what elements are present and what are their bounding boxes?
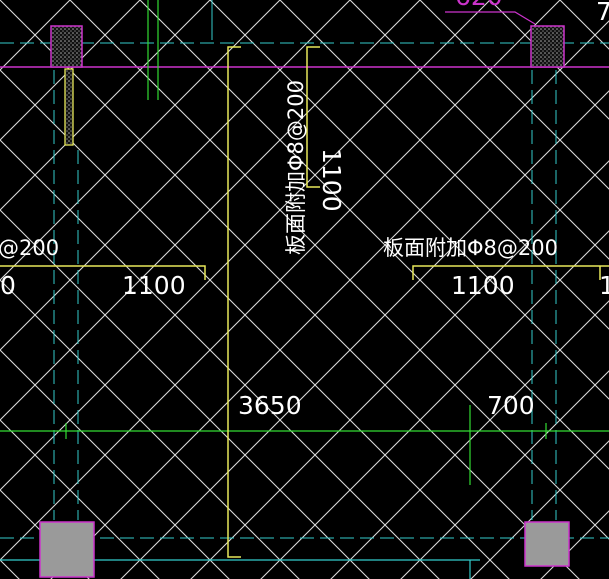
right-cut-dimension: 1 (599, 271, 609, 300)
left-rebar-line (0, 265, 206, 280)
leader-line-top-right (445, 11, 536, 25)
column-bottom-left[interactable] (39, 521, 95, 578)
left-cut-dimension: 0 (0, 271, 16, 300)
rebar-hatch-left (64, 68, 74, 146)
vertical-rebar-line (306, 46, 320, 188)
span-dimension-line (227, 46, 241, 558)
vertical-rebar-dimension: 1100 (317, 148, 346, 212)
vertical-rebar-label: 板面附加Φ8@200 (284, 80, 308, 255)
right-rebar-label: 板面附加Φ8@200 (383, 236, 558, 260)
right-rebar-dimension: 1100 (451, 271, 515, 300)
column-top-right[interactable] (530, 25, 565, 68)
left-rebar-dimension: 1100 (122, 271, 186, 300)
top-right-edge-label: 7 (596, 0, 609, 26)
column-top-left[interactable] (50, 25, 83, 68)
right-rebar-line (412, 265, 609, 280)
span-dimension-label: 3650 (238, 391, 302, 420)
column-bottom-right[interactable] (524, 521, 570, 567)
top-edge-label: 620 (455, 0, 503, 11)
left-rebar-label: @200 (0, 236, 59, 260)
offset-dimension-label: 700 (487, 391, 535, 420)
